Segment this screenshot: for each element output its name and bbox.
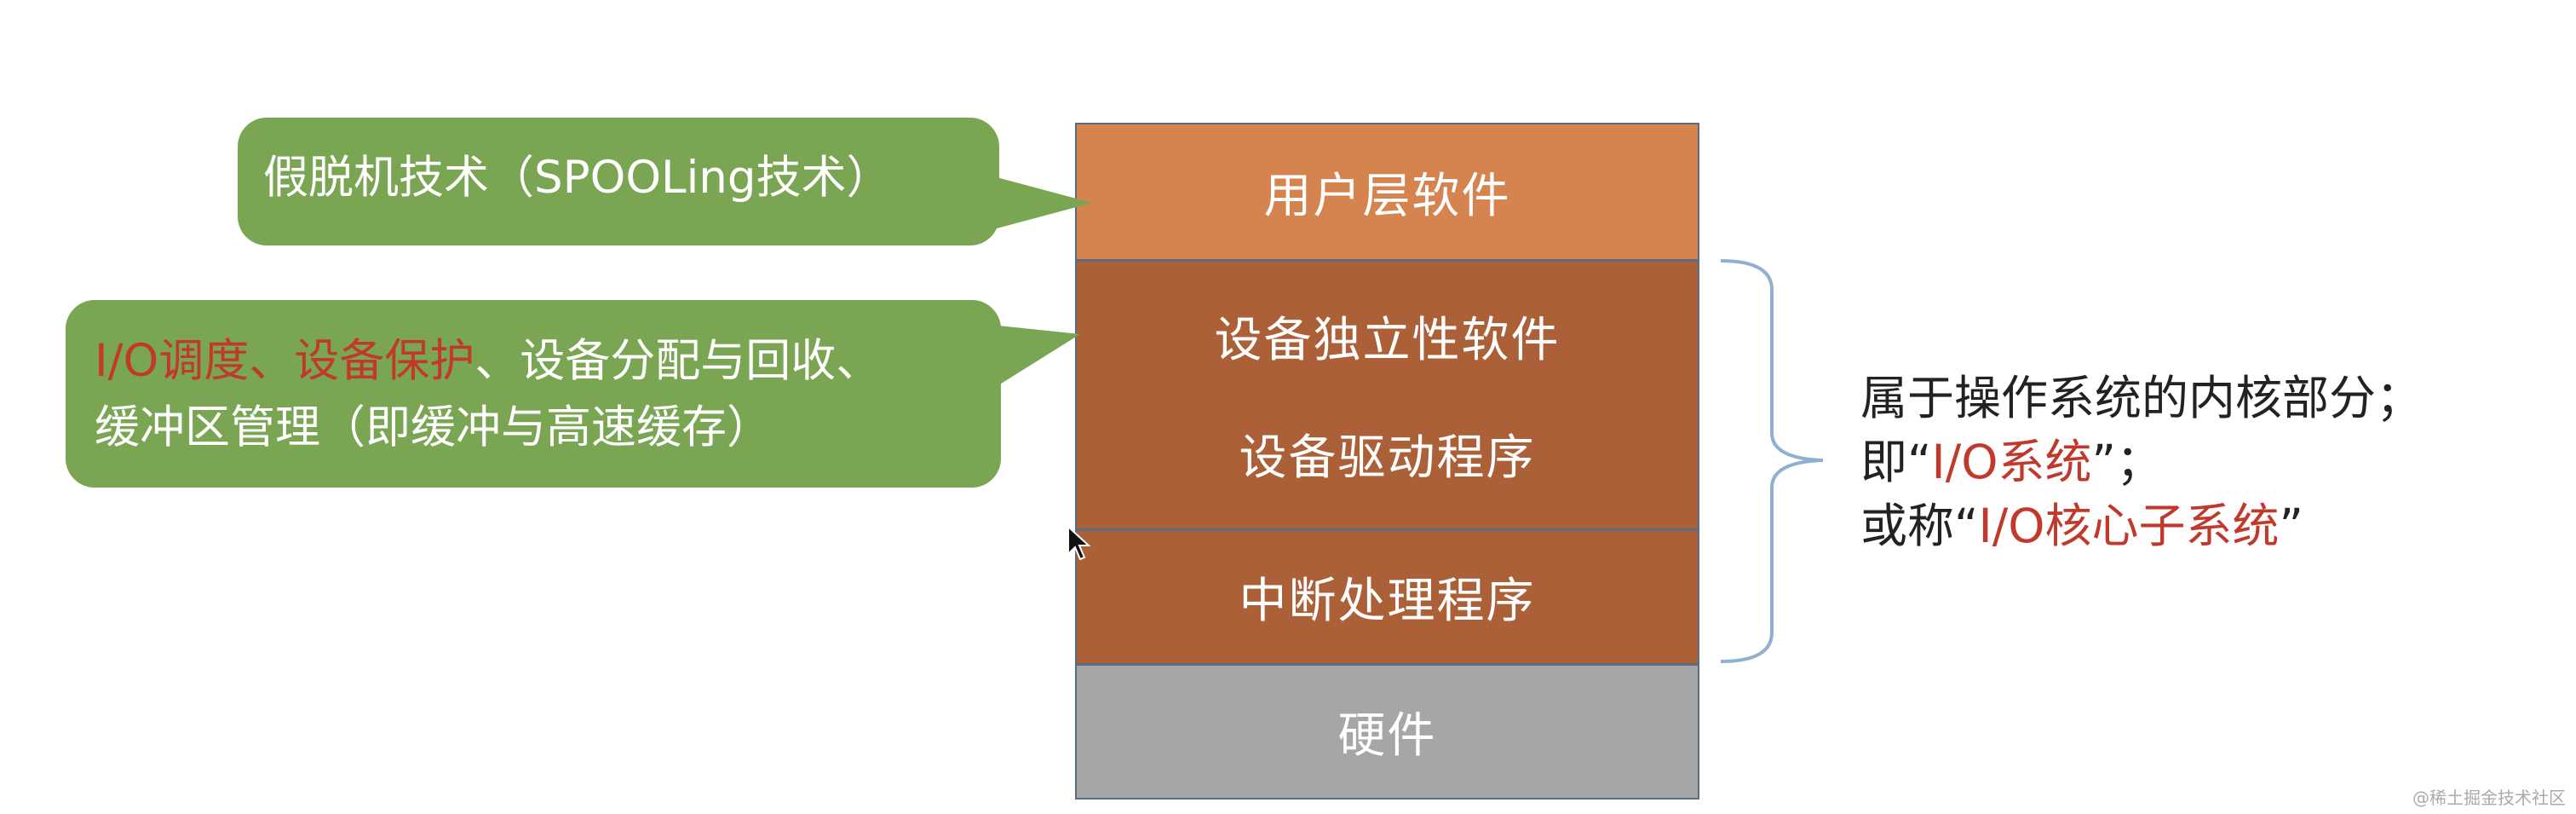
io-core-subsystem-term: I/O核心子系统 <box>1978 499 2280 553</box>
mouse-pointer-icon <box>1067 525 1091 561</box>
kernel-note: 属于操作系统的内核部分； 即“I/O系统”； 或称“I/O核心子系统” <box>1860 367 2423 558</box>
callout-spooling-text: 假脱机技术（SPOOLing技术） <box>263 152 892 204</box>
layer-user-software-label: 用户层软件 <box>1263 168 1511 224</box>
layer-device-independent-label: 设备独立性软件 <box>1214 312 1561 368</box>
layer-interrupt-handler: 中断处理程序 <box>1077 528 1698 663</box>
callout2-line2: 缓冲区管理（即缓冲与高速缓存） <box>95 401 772 453</box>
note-line2-prefix: 即“ <box>1860 435 1932 489</box>
layer-interrupt-handler-label: 中断处理程序 <box>1239 574 1536 629</box>
layer-device-driver-label: 设备驱动程序 <box>1239 430 1536 487</box>
callout-device-independent-functions: I/O调度、设备保护、设备分配与回收、 缓冲区管理（即缓冲与高速缓存） <box>66 300 1001 488</box>
note-line3-prefix: 或称“ <box>1860 499 1979 553</box>
io-system-term: I/O系统 <box>1931 435 2092 489</box>
brace-path <box>1720 259 1824 663</box>
kernel-note-line1: 属于操作系统的内核部分； <box>1860 371 2424 425</box>
io-layer-stack: 用户层软件 设备独立性软件 设备驱动程序 中断处理程序 硬件 <box>1075 123 1699 800</box>
callout2-line1-rest: 、设备分配与回收、 <box>474 335 882 387</box>
note-line3-suffix: ” <box>2279 499 2304 553</box>
device-protection-text: 设备保护 <box>294 335 475 387</box>
layer-device-software: 设备独立性软件 设备驱动程序 <box>1077 259 1698 528</box>
layer-hardware: 硬件 <box>1077 663 1698 798</box>
callout2-tail <box>998 326 1080 385</box>
io-scheduling-text: I/O调度 <box>95 335 250 387</box>
layer-hardware-label: 硬件 <box>1337 708 1437 764</box>
callout-spooling: 假脱机技术（SPOOLing技术） <box>238 118 999 245</box>
kernel-note-line2: 即“I/O系统”； <box>1860 430 2423 494</box>
callout2-separator: 、 <box>249 335 295 387</box>
layer-user-software: 用户层软件 <box>1077 124 1698 259</box>
callout2-line1: I/O调度、设备保护、设备分配与回收、 <box>95 328 1001 395</box>
note-line2-suffix: ”； <box>2091 435 2164 489</box>
kernel-note-line3: 或称“I/O核心子系统” <box>1860 494 2423 558</box>
watermark: @稀土掘金技术社区 <box>2412 788 2566 808</box>
